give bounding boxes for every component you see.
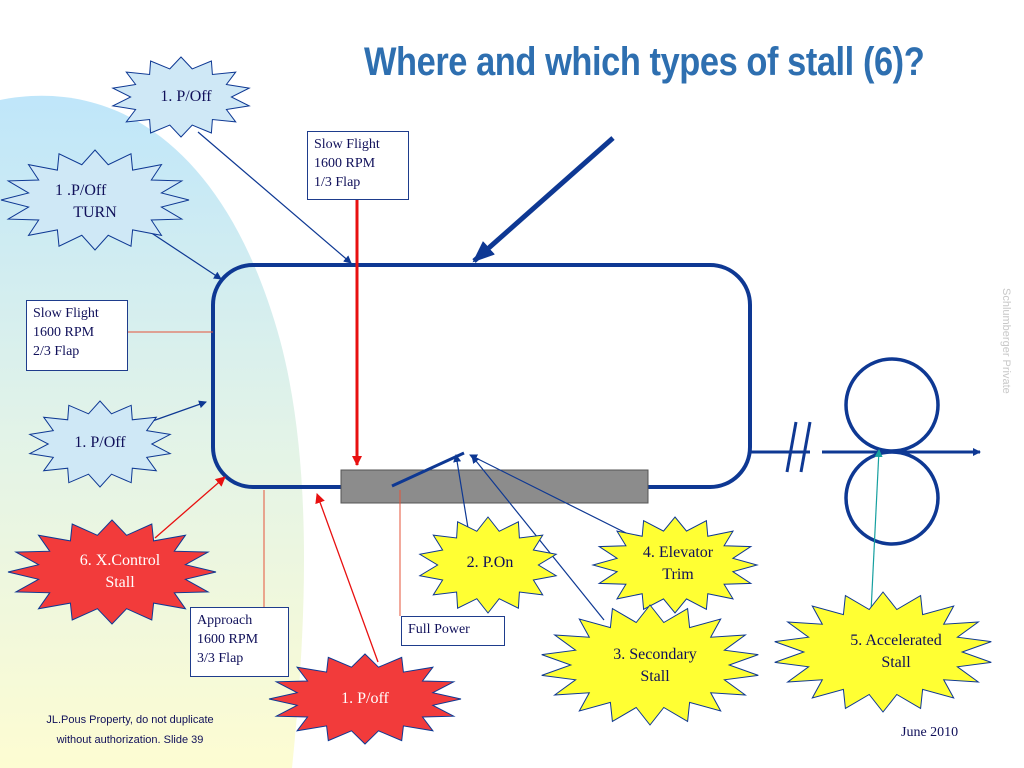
burst-elevator-trim	[591, 516, 759, 614]
box-slow-flight-2-3-line-1: Slow Flight	[33, 306, 99, 321]
footer-copyright: JL.Pous Property, do not duplicate witho…	[20, 710, 240, 750]
burst-label-xcontrol: 6. X.Control Stall	[55, 550, 185, 594]
burst-xcontrol-line-1: 6. X.Control	[79, 552, 161, 569]
break-mark-2	[799, 421, 812, 473]
burst-label-poff-left: 1. P/Off	[50, 432, 150, 454]
burst-poff-turn-line-2: TURN	[73, 204, 117, 221]
footer-line-1: JL.Pous Property, do not duplicate	[46, 714, 214, 726]
box-full-power: Full Power	[401, 616, 505, 646]
box-approach-line-3: 3/3 Flap	[197, 651, 244, 666]
burst-poff-red	[268, 653, 462, 745]
burst-accelerated-line-2: Stall	[881, 654, 911, 671]
pointer-elevator-trim	[469, 454, 631, 536]
burst-accelerated-line-1: 5. Accelerated	[850, 632, 942, 649]
orbit-circle-bottom	[844, 450, 940, 546]
burst-poff-top	[111, 56, 251, 138]
burst-poff-left	[28, 400, 172, 488]
bursts-layer	[0, 56, 992, 745]
burst-label-accelerated: 5. Accelerated Stall	[828, 630, 964, 674]
burst-pon	[418, 516, 558, 614]
burst-label-poff-red: 1. P/off	[315, 688, 415, 710]
burst-label-poff-turn: 1 .P/Off TURN	[45, 180, 145, 224]
burst-pon-line-1: 2. P.On	[466, 554, 514, 571]
burst-label-pon: 2. P.On	[440, 552, 540, 574]
burst-elevator-trim-line-1: 4. Elevator	[642, 544, 714, 561]
orbit-circle-top	[844, 357, 940, 453]
pointer-accelerated	[870, 449, 883, 613]
box-slow-flight-1-3-line-3: 1/3 Flap	[314, 175, 361, 190]
burst-xcontrol-line-2: Stall	[105, 574, 135, 591]
runway	[340, 469, 649, 504]
red-arrow-xcontrol	[154, 476, 226, 539]
pointer-poff-turn	[149, 231, 222, 280]
burst-secondary-line-2: Stall	[640, 668, 670, 685]
burst-poff-left-line-1: 1. P/Off	[74, 434, 126, 451]
slide-title: Where and which types of stall (6)?	[364, 40, 925, 84]
box-slow-flight-1-3: Slow Flight 1600 RPM 1/3 Flap	[307, 131, 409, 200]
box-approach: Approach 1600 RPM 3/3 Flap	[190, 607, 289, 677]
burst-secondary-line-1: 3. Secondary	[613, 646, 697, 663]
break-mark-1	[785, 421, 798, 473]
pointer-pon	[453, 454, 469, 529]
burst-poff-turn-line-1: 1 .P/Off	[55, 182, 107, 199]
burst-poff-red-line-1: 1. P/off	[341, 690, 389, 707]
footer-date: June 2010	[901, 725, 959, 740]
climb-line	[391, 451, 465, 488]
red-arrow-poff-red	[315, 493, 379, 663]
entry-arrow	[472, 136, 615, 263]
burst-secondary	[541, 604, 759, 726]
burst-poff-turn	[0, 149, 190, 251]
burst-label-poff-top: 1. P/Off	[136, 86, 236, 108]
pointer-poff-top	[197, 131, 352, 264]
burst-poff-top-line-1: 1. P/Off	[160, 88, 212, 105]
box-full-power-line-1: Full Power	[408, 622, 470, 637]
box-slow-flight-2-3: Slow Flight 1600 RPM 2/3 Flap	[26, 300, 128, 371]
box-slow-flight-1-3-line-1: Slow Flight	[314, 137, 380, 152]
box-slow-flight-2-3-line-3: 2/3 Flap	[33, 344, 80, 359]
box-slow-flight-2-3-line-2: 1600 RPM	[33, 325, 95, 340]
box-approach-line-2: 1600 RPM	[197, 632, 259, 647]
footer-line-2: without authorization. Slide 39	[56, 734, 204, 746]
burst-xcontrol	[7, 519, 217, 625]
burst-elevator-trim-line-2: Trim	[662, 566, 694, 583]
box-approach-line-1: Approach	[197, 613, 253, 628]
burst-label-secondary: 3. Secondary Stall	[590, 644, 720, 688]
burst-label-elevator-trim: 4. Elevator Trim	[628, 542, 728, 586]
watermark-text: Schlumberger Private	[1000, 288, 1012, 394]
box-slow-flight-1-3-line-2: 1600 RPM	[314, 156, 376, 171]
burst-accelerated	[774, 591, 992, 713]
